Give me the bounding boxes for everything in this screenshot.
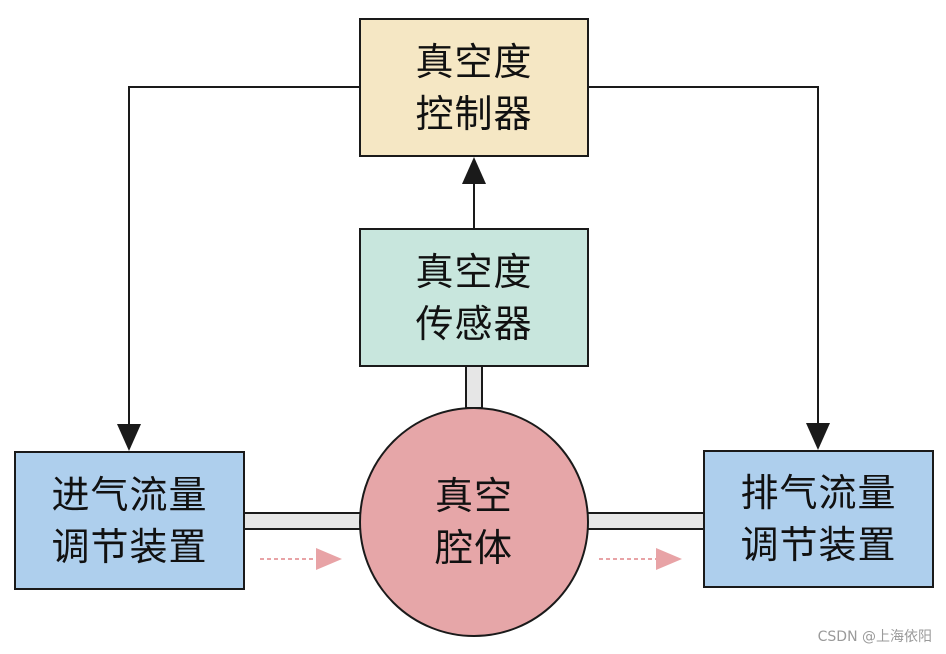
sensor-label-line1: 真空度 — [415, 249, 533, 294]
pipe-inlet-chamber — [243, 512, 363, 530]
flow-arrowhead-outlet — [656, 548, 682, 570]
chamber-label-line1: 真空 — [434, 474, 513, 518]
inlet-label-line2: 调节装置 — [51, 524, 208, 569]
arrowhead-inlet — [117, 424, 141, 451]
arrow-controller-to-outlet — [589, 86, 819, 425]
inlet-label-line1: 进气流量 — [51, 472, 208, 517]
vacuum-chamber-node: 真空 腔体 — [359, 407, 589, 637]
arrow-controller-to-inlet — [128, 86, 359, 426]
vacuum-sensor-node: 真空度 传感器 — [359, 228, 589, 367]
pipe-chamber-outlet — [585, 512, 705, 530]
inlet-flow-regulator-node: 进气流量 调节装置 — [14, 451, 245, 590]
controller-label-line2: 控制器 — [415, 91, 533, 136]
outlet-label-line1: 排气流量 — [740, 471, 897, 515]
vacuum-controller-node: 真空度 控制器 — [359, 18, 589, 157]
flow-arrowhead-inlet — [316, 548, 342, 570]
arrowhead-controller — [462, 157, 486, 184]
outlet-flow-regulator-node: 排气流量 调节装置 — [703, 450, 934, 588]
watermark: CSDN @上海依阳 — [817, 629, 932, 645]
sensor-label-line2: 传感器 — [415, 301, 533, 346]
pipe-sensor-chamber — [465, 365, 483, 409]
chamber-label-line2: 腔体 — [434, 526, 513, 570]
outlet-label-line2: 调节装置 — [740, 523, 897, 567]
arrowhead-outlet — [806, 423, 830, 450]
controller-label-line1: 真空度 — [415, 39, 533, 84]
